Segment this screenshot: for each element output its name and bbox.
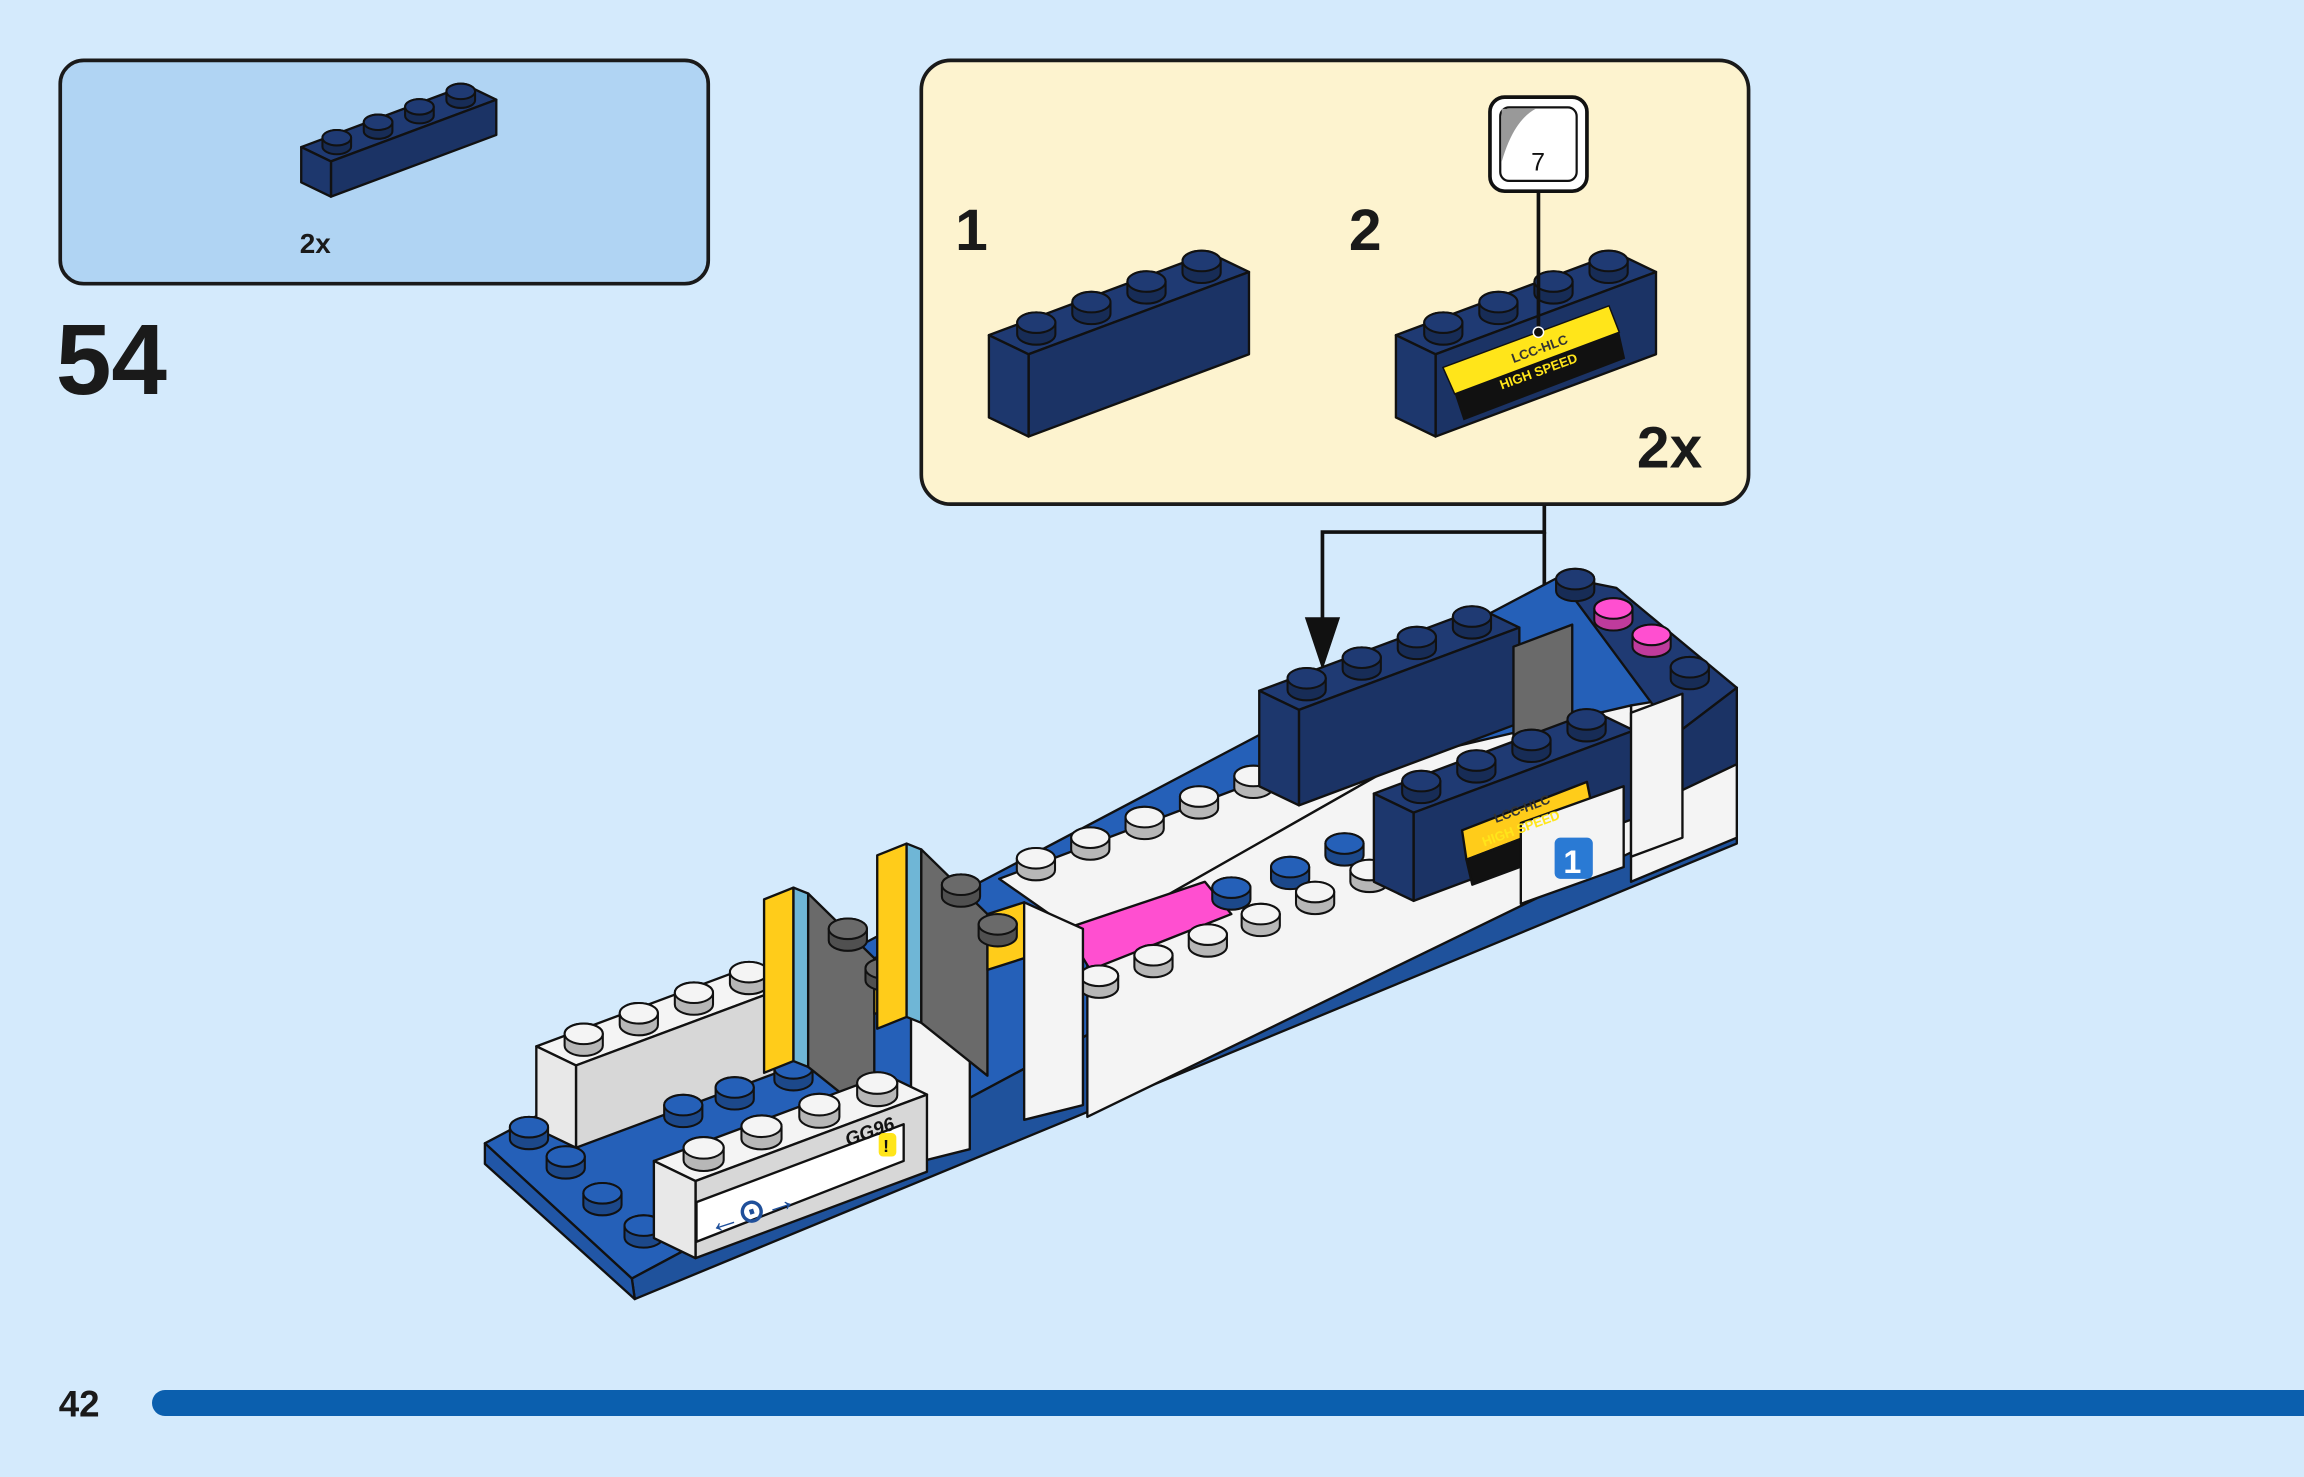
stud-top	[940, 873, 982, 897]
stud-top	[728, 960, 770, 984]
stud-top	[1324, 832, 1365, 855]
brick-end	[987, 333, 1030, 438]
stud-top	[1178, 785, 1220, 808]
door-frame	[1022, 901, 1085, 1121]
stud-top	[1240, 902, 1281, 926]
arrow-down-icon	[1304, 617, 1341, 671]
sticker-number: 7	[1531, 149, 1545, 177]
callout-multiplier: 2x	[1637, 415, 1703, 480]
stud-top	[1211, 876, 1252, 899]
stud-top	[618, 1001, 659, 1025]
stud-top	[445, 82, 477, 101]
stud-top	[1511, 728, 1552, 752]
door-yellow	[762, 886, 795, 1074]
stud-top	[1126, 270, 1167, 293]
parts-quantity: 2x	[300, 228, 332, 259]
stud-top	[673, 981, 715, 1005]
base-plate-end	[483, 1142, 636, 1301]
stud-top	[508, 1115, 550, 1139]
stud-top	[1181, 249, 1222, 273]
door-frame	[1629, 692, 1684, 858]
stud-top	[1669, 655, 1710, 679]
page-progress-bar	[152, 1390, 2304, 1416]
stud-top	[856, 1071, 899, 1095]
stud-top	[1631, 623, 1672, 647]
door-yellow	[876, 842, 908, 1030]
platform-number: 1	[1563, 844, 1581, 880]
stud-top	[714, 1076, 755, 1099]
brick-end	[1372, 792, 1415, 903]
station-sign	[695, 1123, 905, 1243]
stud-top	[1341, 646, 1382, 669]
stud-top	[1533, 270, 1574, 293]
stud-top	[1286, 666, 1327, 690]
train-model: ←⊙→	[483, 567, 1738, 1301]
stud-top	[798, 1092, 841, 1117]
substep-2-number: 2	[1349, 198, 1382, 263]
stud-top	[563, 1022, 604, 1046]
door-azure	[792, 886, 810, 1069]
stud-top	[1478, 290, 1519, 314]
stud-top	[545, 1145, 586, 1168]
brick-end	[652, 1159, 697, 1260]
warning-mark: !	[883, 1136, 889, 1156]
stud-top	[1588, 249, 1629, 273]
stud-top	[1396, 625, 1437, 649]
stud-top	[740, 1114, 783, 1139]
stud-top	[1451, 605, 1493, 628]
stud-top	[1566, 708, 1607, 731]
stud-top	[1456, 749, 1497, 772]
stud-top	[1294, 880, 1336, 904]
stud-top	[362, 113, 394, 132]
stud-top	[321, 128, 353, 147]
door-azure	[905, 842, 923, 1025]
stud-top	[663, 1093, 704, 1117]
stud-top	[404, 98, 435, 116]
step-number: 54	[56, 305, 168, 416]
brick-end	[1394, 333, 1437, 438]
substep-1-brick	[987, 249, 1251, 438]
page-number: 42	[59, 1384, 100, 1425]
stud-top	[1015, 846, 1057, 870]
stud-top	[1187, 923, 1228, 946]
stud-top	[1401, 769, 1442, 793]
stud-top	[1124, 805, 1165, 829]
substep-1-number: 1	[955, 198, 988, 263]
stud-top	[682, 1136, 725, 1160]
stud-top	[827, 917, 868, 941]
stud-top	[1555, 567, 1596, 591]
stud-top	[1016, 311, 1057, 334]
brick-end	[300, 145, 333, 198]
stud-top	[1078, 964, 1120, 988]
sticker-sheet-icon: 7	[1488, 95, 1589, 193]
stud-top	[977, 913, 1018, 936]
stud-top	[1269, 855, 1311, 879]
stud-top	[1423, 311, 1464, 334]
parts-brick-icon	[300, 82, 498, 198]
brick-end	[1258, 689, 1301, 807]
stud-top	[1133, 943, 1174, 967]
stud-top	[1593, 597, 1634, 620]
stud-top	[1071, 290, 1112, 314]
stud-top	[582, 1181, 623, 1205]
stud-top	[1070, 826, 1111, 849]
